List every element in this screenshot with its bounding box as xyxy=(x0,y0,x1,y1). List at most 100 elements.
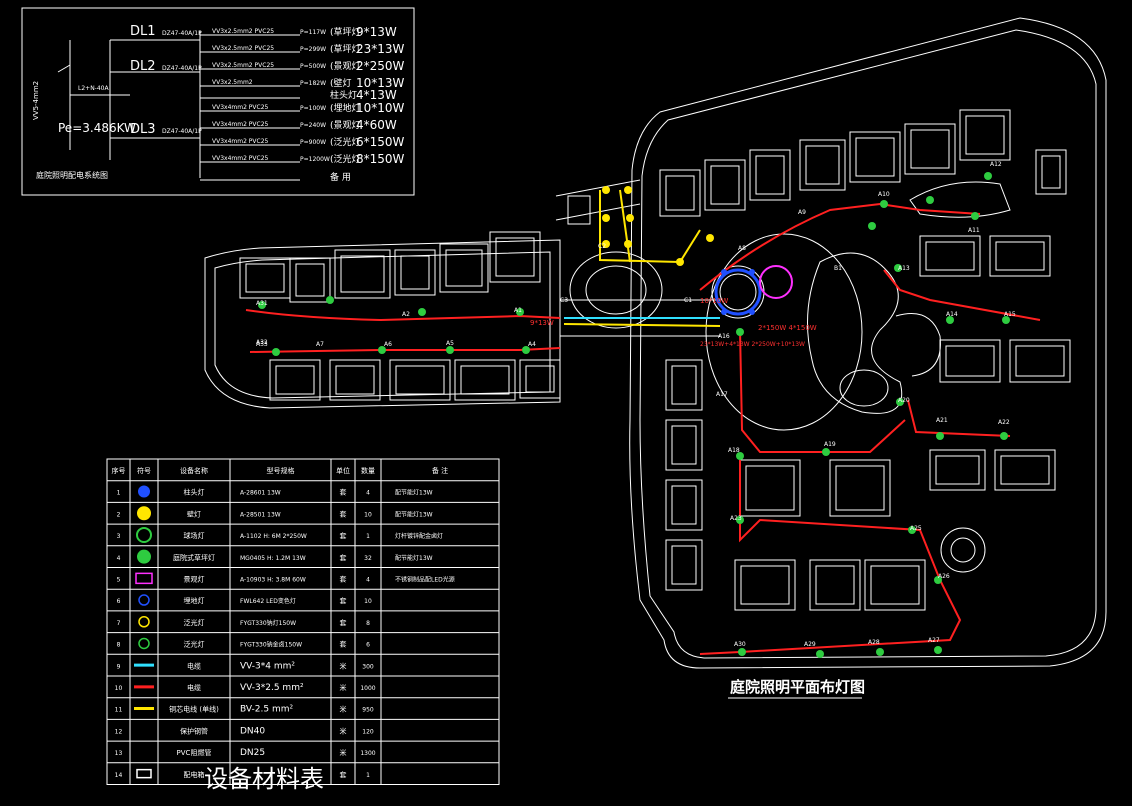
lawn-light xyxy=(926,196,934,204)
table-header: 备 注 xyxy=(432,466,448,475)
table-cell-name: 铜芯电线 (单线) xyxy=(169,705,219,714)
table-cell-name: 保护钢管 xyxy=(180,726,208,735)
table-caption: 设备材料表 xyxy=(204,765,324,793)
point-label: B1 xyxy=(834,265,842,272)
post-light-symbol xyxy=(138,485,150,498)
lawn-light xyxy=(971,212,979,220)
table-cell-name: PVC阻燃管 xyxy=(177,748,212,757)
point-label: A29 xyxy=(804,641,816,648)
table-cell-model: DN40 xyxy=(240,726,265,736)
point-label: A4 xyxy=(528,341,536,348)
circuit-lamp: (草坪灯 xyxy=(330,26,361,38)
point-label: A23 xyxy=(730,515,742,522)
distribution-schematic xyxy=(21,7,415,196)
table-cell-model: A-1102 H: 6M 2*250W xyxy=(240,533,307,540)
circuit-power: P=1200W xyxy=(300,156,330,163)
table-cell-note: 不锈钢制品配LED光源 xyxy=(395,576,455,584)
table-cell-model: VV-3*4 mm² xyxy=(240,661,295,671)
point-label: A27 xyxy=(928,637,940,644)
point-label: A10 xyxy=(878,191,890,198)
circuit-cable: VV3x4mm2 PVC25 xyxy=(212,104,269,111)
table-cell-model: A-28501 13W xyxy=(240,511,281,518)
table-cell-name: 电缆 xyxy=(187,661,201,670)
plan-note-4: 23*13W+4*13W 2*250W+10*13W xyxy=(700,341,805,348)
table-cell-no: 1 xyxy=(117,490,121,497)
circuit-lamp: (景观灯 xyxy=(330,120,361,131)
table-cell-no: 8 xyxy=(117,642,121,649)
table-cell-note: 配节能灯13W xyxy=(395,554,433,562)
lawn-light xyxy=(1002,316,1010,324)
lawn-light xyxy=(446,346,454,354)
table-cell-name: 景观灯 xyxy=(184,575,205,584)
circuit-power: P=117W xyxy=(300,29,326,36)
point-label: A6 xyxy=(384,341,392,348)
supply-power-label: Pe=3.486KW xyxy=(58,121,136,135)
point-label: C2 xyxy=(598,243,606,250)
table-cell-name: 埋地灯 xyxy=(184,596,205,605)
table-header: 序号 xyxy=(112,466,126,475)
wall-light xyxy=(602,240,610,248)
table-cell-unit: 米 xyxy=(340,661,347,670)
table-cell-unit: 套 xyxy=(340,531,347,540)
point-label: A15 xyxy=(1004,311,1016,318)
table-cell-unit: 套 xyxy=(340,575,347,584)
point-label: A21 xyxy=(936,417,948,424)
table-header: 设备名称 xyxy=(180,466,208,475)
lawn-light xyxy=(816,650,824,658)
flood-light-symbol xyxy=(138,616,150,628)
point-label: A17 xyxy=(716,391,728,398)
table-cell-name: 球场灯 xyxy=(184,531,205,540)
plan-title: 庭院照明平面布灯图 xyxy=(730,678,865,696)
table-cell-qty: 1300 xyxy=(360,750,375,757)
post-light xyxy=(721,269,727,275)
point-label: A8 xyxy=(738,245,746,252)
table-cell-unit: 套 xyxy=(340,596,347,605)
table-cell-model: BV-2.5 mm² xyxy=(240,705,293,715)
circuit-qty: 10*13W xyxy=(356,76,405,90)
lawn-light xyxy=(736,516,744,524)
point-label: A25 xyxy=(910,525,922,532)
table-cell-name: 壁灯 xyxy=(187,509,201,518)
table-header: 符号 xyxy=(137,466,151,475)
table-cell-qty: 300 xyxy=(362,663,374,670)
circuit-qty: 4*13W xyxy=(356,88,397,102)
table-cell-qty: 4 xyxy=(366,577,370,584)
lawn-light xyxy=(936,432,944,440)
circuit-lamp: (壁灯 xyxy=(330,77,352,89)
lawn-light xyxy=(934,576,942,584)
circuit-cable: VV3x2.5mm2 xyxy=(212,79,253,86)
table-cell-no: 2 xyxy=(117,511,121,518)
wall-light xyxy=(624,186,632,194)
point-label: A33 xyxy=(256,341,268,348)
table-cell-no: 3 xyxy=(117,533,121,540)
table-cell-unit: 米 xyxy=(340,726,347,735)
table-header: 单位 xyxy=(336,466,350,475)
circuit-power: P=100W xyxy=(300,105,326,112)
circuit-lamp: (景观灯 xyxy=(330,61,361,72)
lawn-light xyxy=(876,648,884,656)
circuit-cable: VV3x4mm2 PVC25 xyxy=(212,155,269,162)
point-label: A12 xyxy=(990,161,1002,168)
table-cell-model: DN25 xyxy=(240,748,265,758)
point-label: A16 xyxy=(718,333,730,340)
lawn-light xyxy=(522,346,530,354)
circuit-cable: VV3x2.5mm2 PVC25 xyxy=(212,45,274,52)
circuit-lamp: 备 用 xyxy=(330,171,351,183)
table-cell-name: 电缆 xyxy=(187,683,201,692)
table-cell-name: 柱头灯 xyxy=(184,488,205,497)
table-cell-qty: 1 xyxy=(366,772,370,779)
lawn-light xyxy=(946,316,954,324)
point-label: A26 xyxy=(938,573,950,580)
breaker-dl3: DZ47-40A/1P xyxy=(162,128,202,135)
site-plan xyxy=(204,17,1107,669)
table-cell-qty: 32 xyxy=(364,555,372,562)
point-label: A18 xyxy=(728,447,740,454)
circuit-cable: VV3x2.5mm2 PVC25 xyxy=(212,28,274,35)
table-cell-unit: 米 xyxy=(340,683,347,692)
circuit-qty: 2*250W xyxy=(356,59,405,73)
table-cell-no: 6 xyxy=(117,598,121,605)
lawn-light xyxy=(738,648,746,656)
lawn-light xyxy=(880,200,888,208)
table-cell-note: 灯杆镀锌配金卤灯 xyxy=(395,532,443,540)
